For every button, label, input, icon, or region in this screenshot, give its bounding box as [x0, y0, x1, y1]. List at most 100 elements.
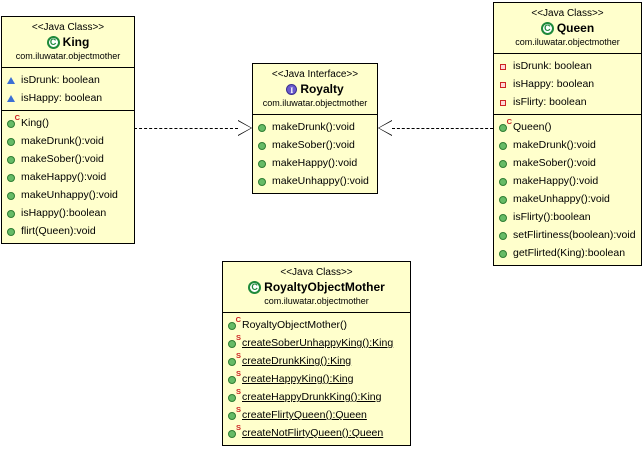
- stereotype-label: <<Java Class>>: [531, 8, 604, 19]
- methods-compartment-royalty: makeDrunk():void makeSober():void makeHa…: [253, 115, 377, 193]
- method-row[interactable]: makeHappy():void: [257, 154, 375, 172]
- package-label: com.iluwatar.objectmother: [15, 51, 121, 61]
- method-row[interactable]: makeHappy():void: [498, 172, 639, 190]
- public-method-icon: [6, 190, 17, 201]
- method-row[interactable]: S createDrunkKing():King: [227, 351, 408, 370]
- field-label: isDrunk: boolean: [513, 60, 592, 72]
- method-label: createNotFlirtyQueen():Queen: [242, 427, 384, 439]
- methods-compartment-king: C King() makeDrunk():void makeSober():vo…: [2, 110, 134, 243]
- method-row[interactable]: setFlirtiness(boolean):void: [498, 226, 639, 244]
- field-row[interactable]: isHappy: boolean: [6, 89, 132, 107]
- field-row[interactable]: isHappy: boolean: [498, 75, 639, 93]
- method-label: makeUnhappy():void: [21, 189, 118, 201]
- class-header-queen: <<Java Class>> Queen com.iluwatar.object…: [494, 3, 641, 54]
- class-box-king[interactable]: <<Java Class>> King com.iluwatar.objectm…: [1, 16, 135, 244]
- method-label: makeDrunk():void: [513, 139, 596, 151]
- public-method-icon: [6, 226, 17, 237]
- static-badge: S: [235, 422, 241, 432]
- method-row[interactable]: S createFlirtyQueen():Queen: [227, 405, 408, 424]
- method-row[interactable]: C King(): [6, 113, 132, 132]
- method-label: isHappy():boolean: [21, 207, 107, 219]
- fields-compartment-king: isDrunk: boolean isHappy: boolean: [2, 68, 134, 110]
- method-label: isFlirty():boolean: [513, 211, 591, 223]
- method-row[interactable]: isHappy():boolean: [6, 204, 132, 222]
- field-row[interactable]: isDrunk: boolean: [6, 71, 132, 89]
- method-label: makeHappy():void: [513, 175, 599, 187]
- method-row[interactable]: flirt(Queen):void: [6, 222, 132, 240]
- method-label: Queen(): [513, 121, 552, 133]
- static-method-icon: S: [227, 423, 241, 439]
- realization-arrowhead-royalty-right-fill: [379, 121, 392, 135]
- method-row[interactable]: makeDrunk():void: [257, 118, 375, 136]
- fields-compartment-queen: isDrunk: boolean isHappy: boolean isFlir…: [494, 54, 641, 114]
- method-row[interactable]: makeUnhappy():void: [498, 190, 639, 208]
- private-field-icon: [498, 61, 509, 72]
- method-row[interactable]: isFlirty():boolean: [498, 208, 639, 226]
- class-box-royalty[interactable]: <<Java Interface>> Royalty com.iluwatar.…: [252, 63, 378, 194]
- method-row[interactable]: makeSober():void: [257, 136, 375, 154]
- class-header-royalty: <<Java Interface>> Royalty com.iluwatar.…: [253, 64, 377, 115]
- class-box-queen[interactable]: <<Java Class>> Queen com.iluwatar.object…: [493, 2, 642, 266]
- static-badge: S: [235, 368, 241, 378]
- method-row[interactable]: makeDrunk():void: [498, 136, 639, 154]
- method-row[interactable]: S createHappyKing():King: [227, 368, 408, 388]
- method-row[interactable]: S createNotFlirtyQueen():Queen: [227, 423, 408, 442]
- method-row[interactable]: makeHappy():void: [6, 168, 132, 186]
- method-row[interactable]: getFlirted(King):boolean: [498, 244, 639, 262]
- static-badge: S: [235, 332, 241, 342]
- public-method-icon: [6, 208, 17, 219]
- method-row[interactable]: S createSoberUnhappyKing():King: [227, 333, 408, 352]
- public-method-icon: [498, 140, 509, 151]
- connector-queen-royalty: [392, 128, 493, 129]
- method-row[interactable]: makeUnhappy():void: [257, 172, 375, 190]
- public-method-icon: [498, 248, 509, 259]
- class-name-label: King: [62, 35, 90, 49]
- field-row[interactable]: isDrunk: boolean: [498, 57, 639, 75]
- public-method-icon: [498, 212, 509, 223]
- field-label: isHappy: boolean: [21, 92, 103, 104]
- method-label: makeDrunk():void: [21, 135, 104, 147]
- java-interface-icon: [286, 83, 298, 99]
- java-class-icon: [46, 35, 60, 49]
- realization-arrowhead-royalty-left-fill: [238, 121, 251, 135]
- constructor-icon: C: [227, 315, 241, 331]
- stereotype-label: <<Java Class>>: [31, 22, 105, 33]
- constructor-icon: C: [6, 113, 20, 129]
- method-label: makeHappy():void: [272, 157, 358, 169]
- method-row[interactable]: C Queen(): [498, 116, 639, 136]
- method-label: createHappyDrunkKing():King: [242, 391, 382, 403]
- constructor-badge: C: [506, 116, 512, 126]
- method-label: setFlirtiness(boolean):void: [513, 229, 636, 241]
- method-label: makeSober():void: [21, 153, 104, 165]
- public-method-icon: [498, 176, 509, 187]
- private-field-icon: [498, 79, 509, 90]
- method-label: makeHappy():void: [21, 171, 107, 183]
- class-box-royalty-object-mother[interactable]: <<Java Class>> RoyaltyObjectMother com.i…: [222, 261, 411, 446]
- method-label: RoyaltyObjectMother(): [242, 319, 348, 331]
- method-row[interactable]: makeSober():void: [6, 150, 132, 168]
- static-method-icon: S: [227, 405, 241, 421]
- method-row[interactable]: makeDrunk():void: [6, 132, 132, 150]
- field-label: isFlirty: boolean: [513, 96, 587, 108]
- method-row[interactable]: makeSober():void: [498, 154, 639, 172]
- field-row[interactable]: isFlirty: boolean: [498, 93, 639, 111]
- public-method-icon: [498, 230, 509, 241]
- class-header-king: <<Java Class>> King com.iluwatar.objectm…: [2, 17, 134, 68]
- method-row[interactable]: S createHappyDrunkKing():King: [227, 387, 408, 406]
- connector-king-royalty: [134, 128, 238, 129]
- static-badge: S: [235, 404, 241, 414]
- package-field-icon: [6, 75, 17, 86]
- method-label: getFlirted(King):boolean: [513, 247, 626, 259]
- method-label: makeSober():void: [272, 139, 355, 151]
- method-row[interactable]: makeUnhappy():void: [6, 186, 132, 204]
- constructor-badge: C: [235, 314, 241, 324]
- method-row[interactable]: C RoyaltyObjectMother(): [227, 315, 408, 334]
- class-header-royalty-object-mother: <<Java Class>> RoyaltyObjectMother com.i…: [223, 262, 410, 313]
- public-method-icon: [498, 194, 509, 205]
- java-class-icon: [540, 21, 554, 35]
- method-label: createSoberUnhappyKing():King: [242, 337, 394, 349]
- class-name-label: RoyaltyObjectMother: [264, 280, 385, 294]
- method-label: createDrunkKing():King: [242, 355, 352, 367]
- static-method-icon: S: [227, 387, 241, 403]
- static-method-icon: S: [227, 333, 241, 349]
